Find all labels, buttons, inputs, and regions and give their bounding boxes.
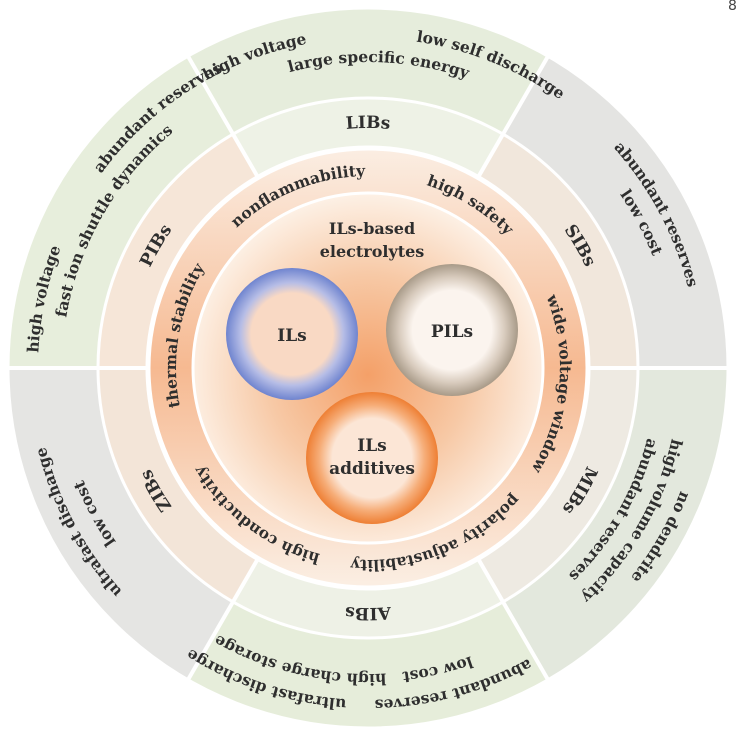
battery-name-libs: LIBs bbox=[345, 113, 391, 134]
ils-additives-circle bbox=[306, 392, 438, 524]
outer-sector-mibs bbox=[503, 368, 728, 680]
outer-sector-libs bbox=[188, 7, 548, 135]
core-title-line1: ILs-based bbox=[329, 219, 415, 238]
ils-additives-label-line1: ILs bbox=[357, 436, 386, 456]
outer-sector-sibs bbox=[503, 56, 728, 368]
battery-ring-edge bbox=[96, 96, 640, 640]
core-layer bbox=[191, 191, 545, 545]
battery-sector-mibs bbox=[478, 368, 638, 602]
battery-name-aibs: AIBs bbox=[344, 602, 392, 623]
ils-label: ILs bbox=[277, 326, 306, 346]
battery-sector-sibs bbox=[478, 134, 638, 368]
property-ring-edge bbox=[145, 145, 591, 591]
outer-sector-aibs bbox=[188, 601, 548, 728]
sector-divider bbox=[185, 53, 260, 179]
sector-divider bbox=[476, 53, 551, 179]
core-title-line2: electrolytes bbox=[320, 242, 425, 261]
outer-sector-pibs bbox=[8, 56, 233, 368]
core-edge bbox=[191, 191, 545, 545]
pils-label: PILs bbox=[431, 322, 473, 342]
ils-additives-label-line2: additives bbox=[329, 459, 415, 479]
outer-sector-zibs bbox=[8, 368, 233, 680]
outer-ring-layer bbox=[6, 6, 730, 730]
corner-mark: 8 bbox=[728, 0, 737, 14]
sector-divider bbox=[185, 557, 260, 683]
pils-circle bbox=[386, 264, 518, 396]
battery-sector-zibs bbox=[98, 368, 258, 602]
battery-sector-pibs bbox=[98, 134, 258, 368]
sector-divider bbox=[476, 557, 551, 683]
ils-circle bbox=[226, 268, 358, 400]
